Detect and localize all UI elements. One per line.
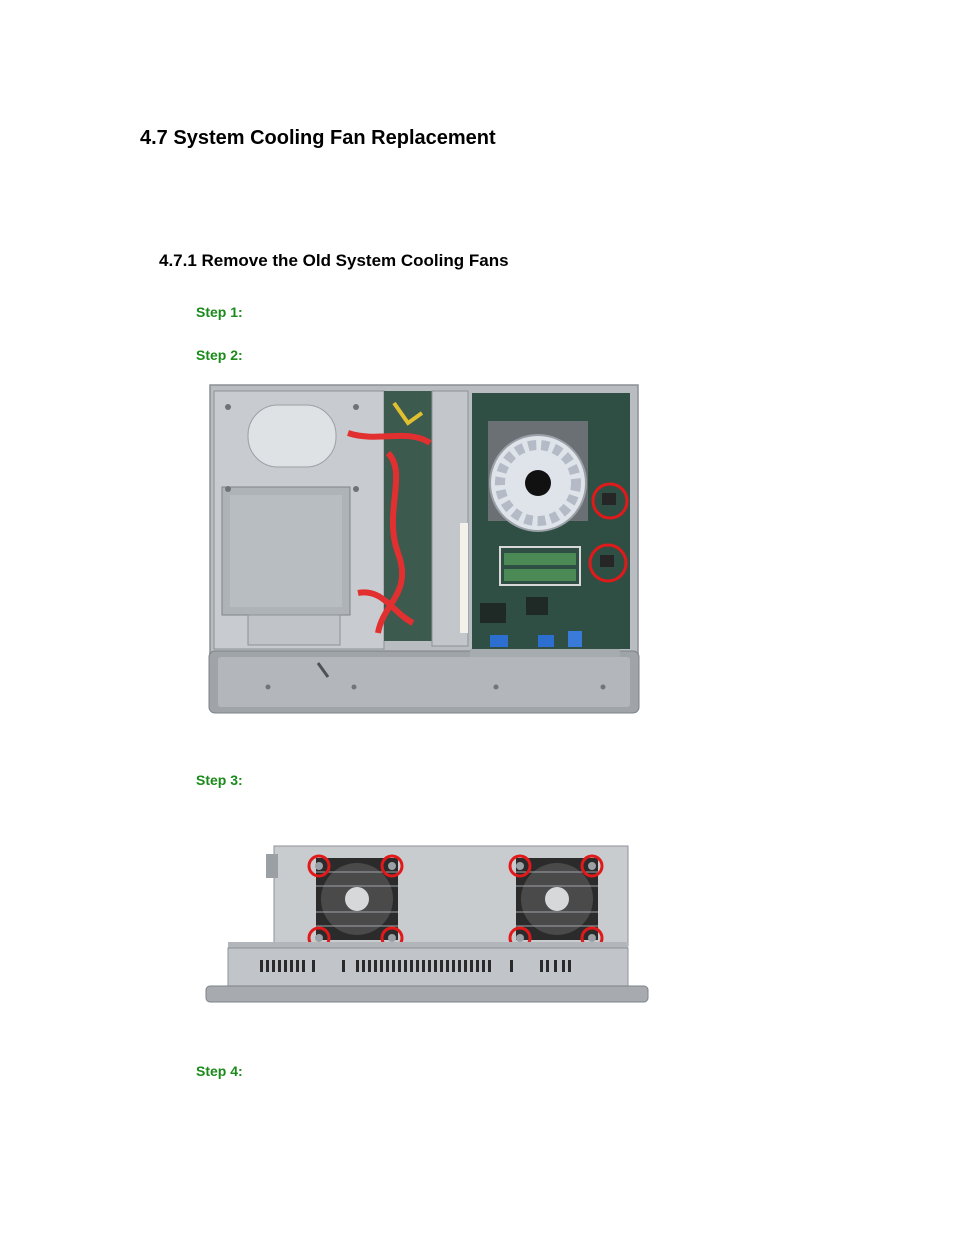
section-title: 4.7 System Cooling Fan Replacement — [140, 127, 496, 149]
step-4-label: Step 4: — [196, 1063, 243, 1079]
step-1-label: Step 1: — [196, 304, 243, 320]
step-3-label: Step 3: — [196, 772, 243, 788]
subsection-title: 4.7.1 Remove the Old System Cooling Fans — [159, 251, 509, 270]
chassis-side-fans-photo — [204, 842, 650, 1004]
chassis-interior-photo — [208, 383, 640, 715]
step-2-label: Step 2: — [196, 347, 243, 363]
